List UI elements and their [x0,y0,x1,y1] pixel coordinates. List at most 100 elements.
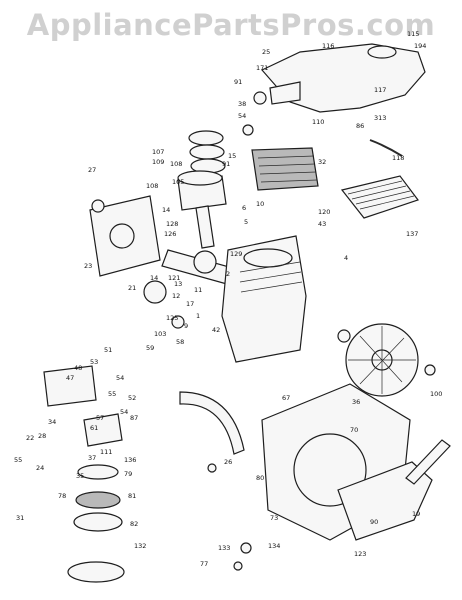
deflector [179,391,245,455]
part-callout-53: 54 [116,374,124,382]
part-callout-72: 79 [124,470,132,478]
part-callout-62: 67 [282,394,290,402]
air-filter [340,175,419,219]
part-callout-24: 23 [84,262,92,270]
part-callout-79: 35 [76,472,84,480]
part-callout-0: 115 [407,30,419,38]
part-callout-54: 55 [108,390,116,398]
part-callout-48: 59 [146,344,154,352]
part-callout-32: 137 [406,230,418,238]
part-callout-28: 2 [226,270,230,278]
part-callout-69: 111 [100,448,112,456]
part-callout-82: 28 [38,432,46,440]
fuel-tank-shroud [261,43,426,113]
engine-block [221,235,307,363]
part-callout-1: 116 [322,42,334,50]
part-callout-55: 52 [128,394,136,402]
part-callout-46: 58 [176,338,184,346]
part-callout-14: 32 [318,158,326,166]
part-callout-38: 11 [194,286,202,294]
part-callout-6: 117 [374,86,386,94]
part-callout-27: 129 [230,250,242,258]
part-callout-84: 24 [36,464,44,472]
part-callout-57: 54 [120,408,128,416]
part-callout-50: 47 [66,374,74,382]
part-callout-51: 51 [104,346,112,354]
part-callout-41: 1 [196,312,200,320]
part-callout-10: 86 [356,122,364,130]
part-callout-19: 27 [88,166,96,174]
part-callout-16: 108 [170,160,182,168]
part-callout-86: 100 [430,390,442,398]
part-callout-35: 121 [168,274,180,282]
part-callout-12: 118 [392,154,404,162]
cylinder-head [251,147,319,191]
part-callout-85: 31 [16,514,24,522]
small-parts [171,91,436,571]
part-callout-66: 73 [270,514,278,522]
part-callout-3: 25 [262,48,270,56]
part-callout-42: 9 [184,322,188,330]
part-callout-36: 13 [174,280,182,288]
part-callout-71: 78 [58,492,66,500]
part-callout-58: 87 [130,414,138,422]
carburetor [43,365,125,583]
part-callout-26: 126 [164,230,176,238]
flywheel [345,323,419,397]
part-callout-60: 37 [88,454,96,462]
part-callout-49: 48 [74,364,82,372]
part-callout-47: 103 [154,330,166,338]
part-callout-31: 43 [318,220,326,228]
part-callout-29: 6 [242,204,246,212]
part-callout-81: 34 [48,418,56,426]
part-callout-67: 123 [354,550,366,558]
part-callout-5: 91 [234,78,242,86]
part-callout-37: 12 [172,292,180,300]
piston-rings [188,130,226,174]
part-callout-22: 14 [162,206,170,214]
part-callout-9: 110 [312,118,324,126]
part-callout-87: 55 [14,456,22,464]
part-callout-30: 120 [318,208,330,216]
part-callout-33: 5 [244,218,248,226]
part-callout-59: 61 [90,424,98,432]
part-callout-61: 26 [224,458,232,466]
part-callout-21: 105 [172,178,184,186]
part-callout-13: 91 [222,160,230,168]
part-callout-73: 81 [128,492,136,500]
part-callout-40: 17 [186,300,194,308]
part-callout-63: 70 [350,426,358,434]
part-callout-68: 90 [370,518,378,526]
part-callout-45: 125 [166,314,178,322]
part-callout-43: 14 [150,274,158,282]
crankshaft [143,249,241,304]
part-callout-20: 108 [146,182,158,190]
part-callout-77: 134 [268,542,280,550]
part-callout-75: 132 [134,542,146,550]
part-callout-64: 80 [256,474,264,482]
part-callout-7: 38 [238,100,246,108]
part-callout-78: 77 [200,560,208,568]
part-callout-2: 194 [414,42,426,50]
part-callout-18: 109 [152,158,164,166]
piston [177,170,227,249]
part-callout-52: 53 [90,358,98,366]
part-callout-25: 128 [166,220,178,228]
part-callout-80: 19 [412,510,420,518]
recoil-starter [337,439,451,541]
part-callout-17: 107 [152,148,164,156]
part-callout-56: 57 [96,414,104,422]
part-callout-65: 36 [352,398,360,406]
part-callout-74: 82 [130,520,138,528]
part-callout-44: 42 [212,326,220,334]
part-callout-83: 22 [26,434,34,442]
part-callout-11: 313 [374,114,386,122]
part-callout-8: 54 [238,112,246,120]
part-callout-23: 10 [256,200,264,208]
part-callout-70: 136 [124,456,136,464]
side-cover [89,195,161,277]
part-callout-4: 171 [256,64,268,72]
